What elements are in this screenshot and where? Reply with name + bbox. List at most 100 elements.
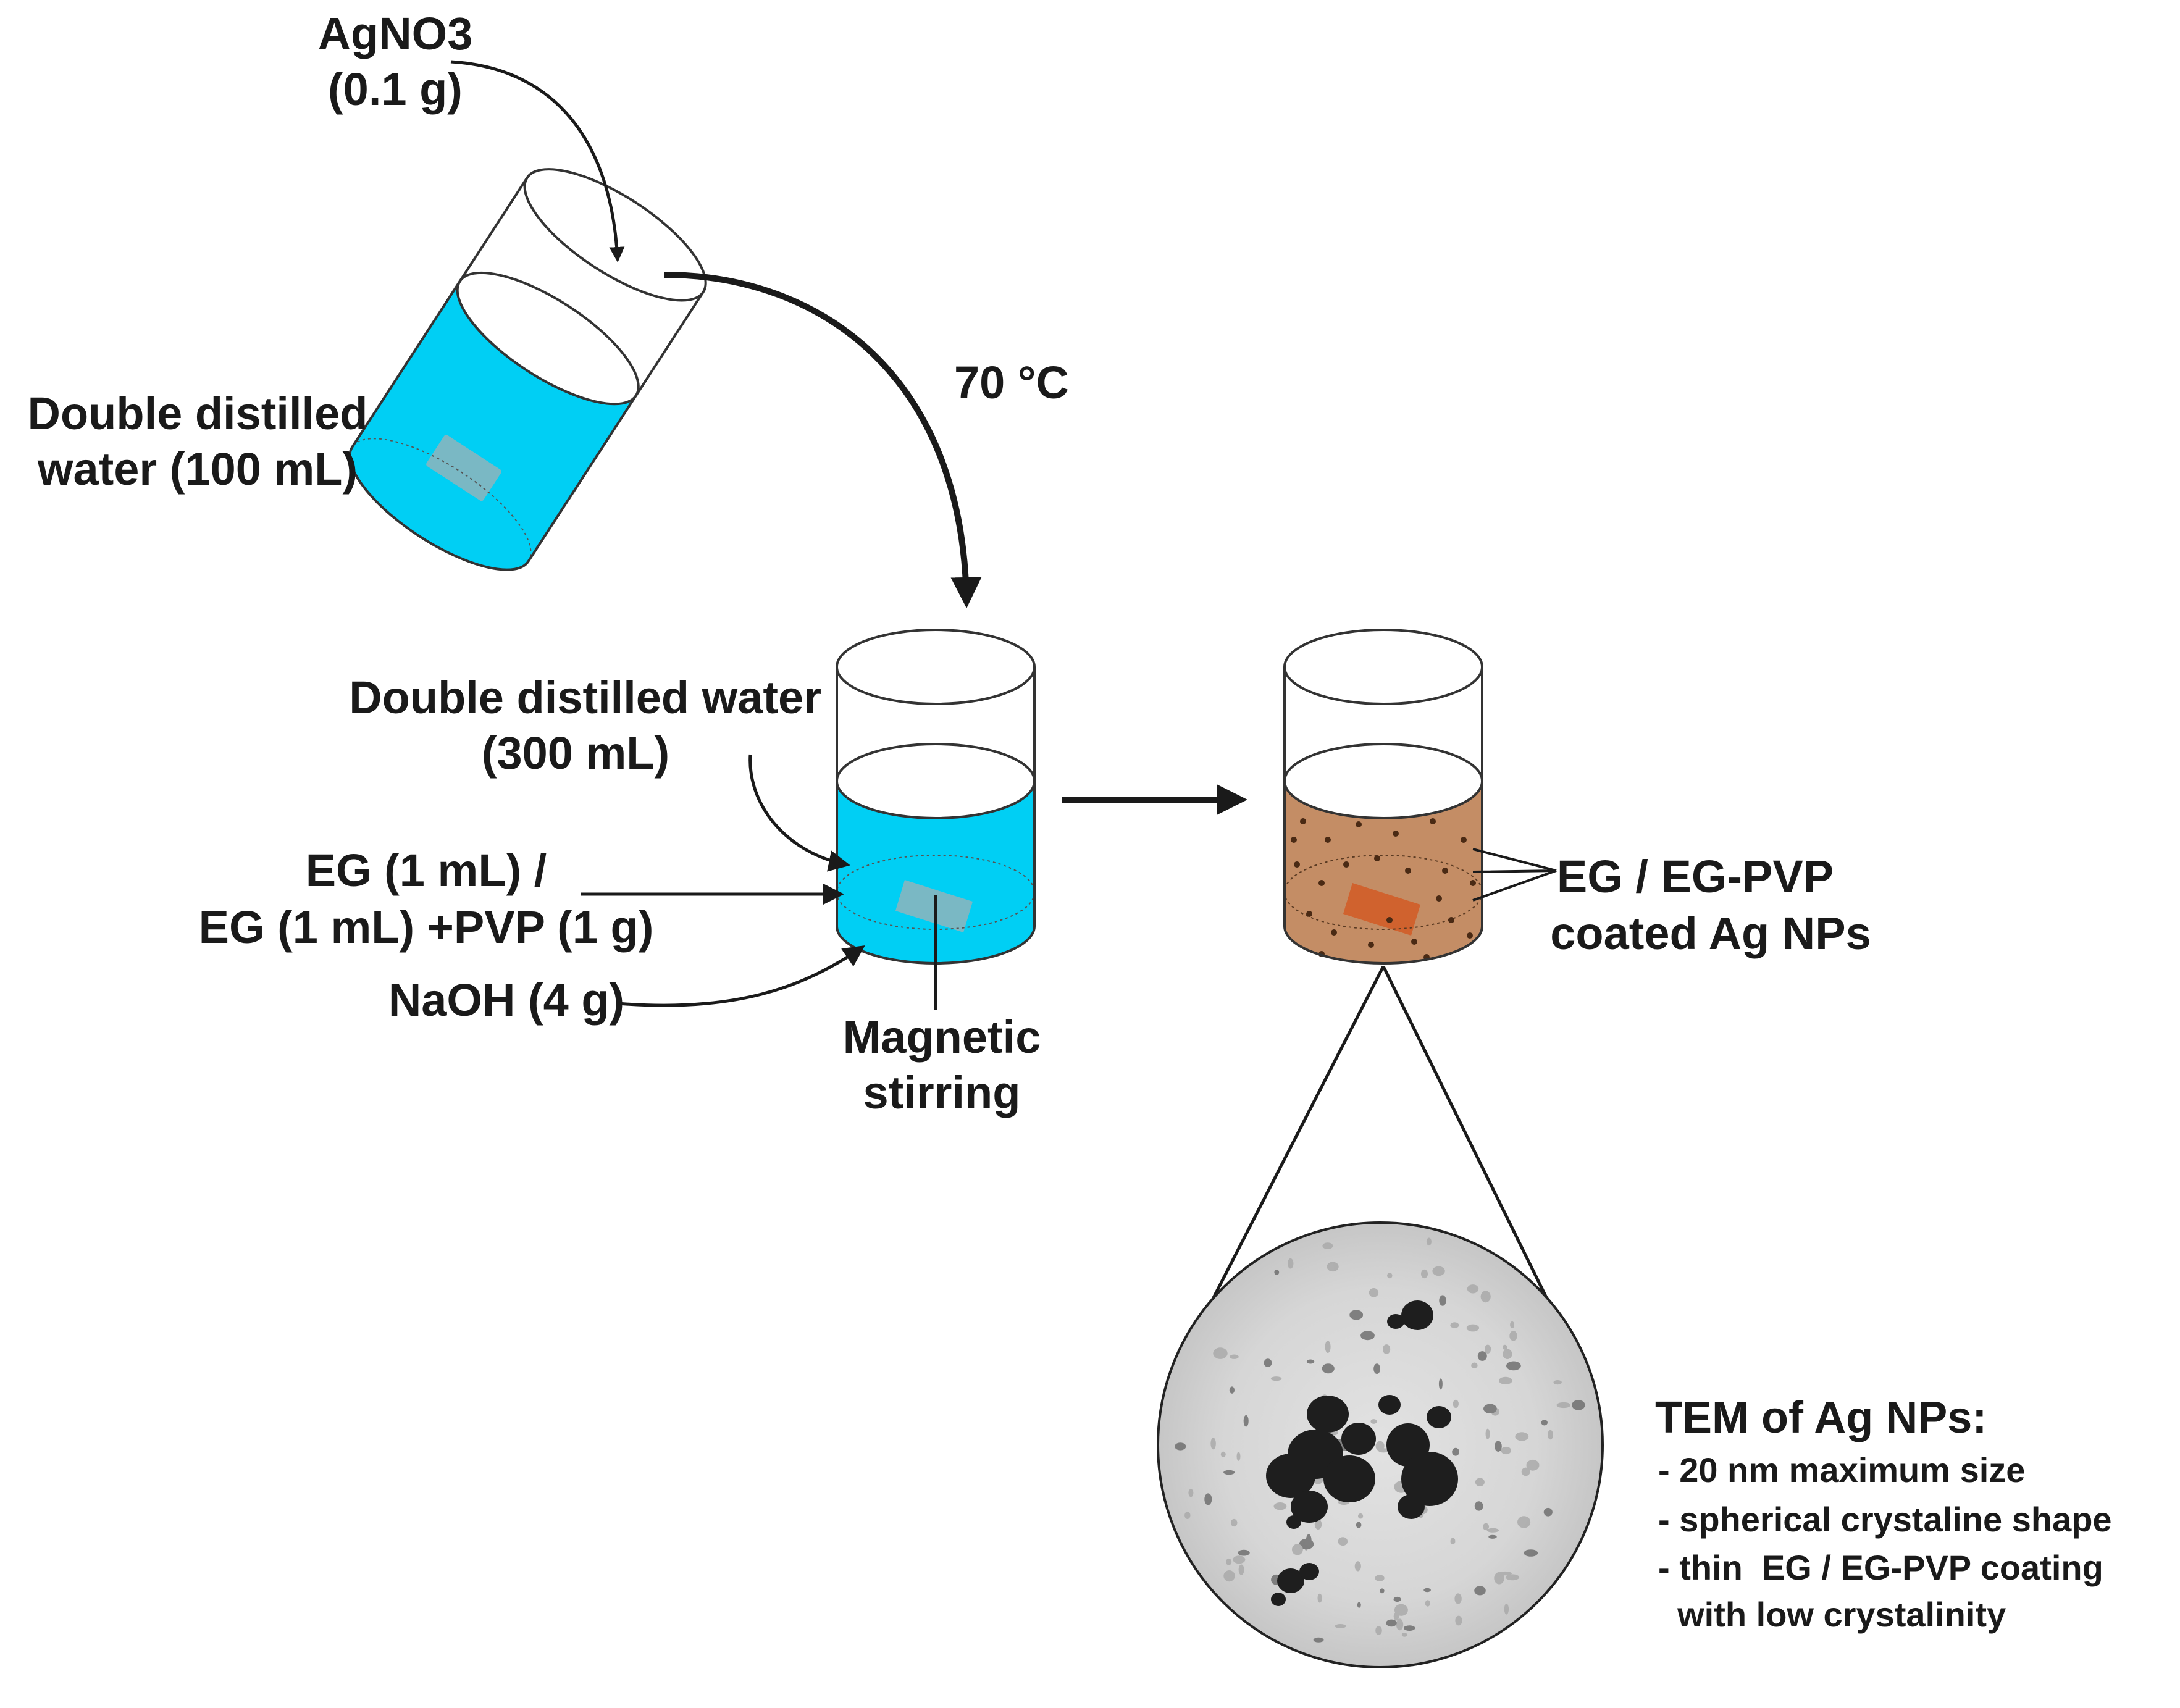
tem-speckle	[1188, 1489, 1194, 1497]
tem-speckle	[1375, 1575, 1385, 1581]
product-beaker-rim	[1283, 629, 1483, 705]
product-beaker-stir-bar	[1343, 883, 1420, 936]
product-label-line1: EG / EG-PVP	[1557, 851, 1834, 902]
tem-speckle	[1229, 1386, 1235, 1394]
zoom-line-right	[1381, 965, 1563, 1329]
tem-speckle	[1204, 1493, 1212, 1505]
tem-speckle	[1510, 1321, 1515, 1329]
agno3-arrow	[450, 60, 625, 262]
tem-speckle	[1375, 1441, 1385, 1451]
tem-speckle	[1273, 1502, 1287, 1510]
tem-speckle	[1370, 1419, 1377, 1424]
tem-micrograph	[1157, 1221, 1604, 1668]
tem-speckle	[1521, 1467, 1530, 1476]
ag-nanoparticle-dot	[1374, 855, 1380, 861]
tem-speckle	[1325, 1341, 1331, 1354]
tem-speckle	[1439, 1295, 1446, 1306]
tem-speckle	[1313, 1637, 1324, 1643]
tem-item-crystallinity: with low crystalinity	[1658, 1595, 2006, 1634]
ag-nanoparticle-dot	[1436, 895, 1442, 902]
tem-speckle	[1349, 1310, 1364, 1320]
tem-speckle	[1572, 1400, 1585, 1410]
water1-label-line1: Double distilled	[28, 388, 368, 439]
water2-label-line2: (300 mL)	[482, 727, 669, 779]
tem-speckle	[1541, 1420, 1548, 1426]
product-label-line2: coated Ag NPs	[1550, 908, 1871, 959]
product-beaker-solution	[1285, 781, 1482, 963]
tem-speckle	[1517, 1516, 1531, 1528]
tem-speckle	[1299, 1538, 1314, 1550]
ag-nanoparticle-dot	[1368, 942, 1374, 948]
tem-speckle	[1322, 1363, 1335, 1374]
middle-beaker-rim	[836, 629, 1036, 705]
product-beaker	[1283, 629, 1483, 965]
tem-speckle	[1401, 1633, 1407, 1637]
tem-speckle	[1357, 1602, 1361, 1608]
ag-nanoparticle-dot	[1300, 818, 1306, 824]
product-pointers	[1472, 848, 1557, 902]
ag-nanoparticle-dot	[1318, 880, 1325, 886]
tem-speckle	[1387, 1273, 1393, 1279]
tem-speckle	[1358, 1513, 1364, 1519]
stirring-label-line1: Magnetic	[843, 1011, 1041, 1063]
tem-speckle	[1421, 1269, 1428, 1279]
tem-speckle	[1423, 1588, 1431, 1593]
tem-speckle	[1306, 1359, 1315, 1364]
tem-speckle	[1375, 1626, 1382, 1635]
tem-blobs	[1266, 1300, 1458, 1606]
agno3-label: AgNO3	[318, 8, 473, 59]
tem-speckle	[1474, 1501, 1483, 1511]
tem-speckle	[1504, 1604, 1509, 1615]
tem-speckle	[1238, 1564, 1244, 1575]
ag-nanoparticle-dot	[1448, 917, 1454, 923]
tem-speckle	[1223, 1470, 1235, 1475]
tem-speckle	[1314, 1519, 1322, 1530]
ag-nanoparticle-dot	[1442, 868, 1448, 874]
water2-label-line1: Double distilled water	[349, 672, 821, 723]
tem-speckle	[1322, 1242, 1333, 1249]
tem-speckle	[1184, 1512, 1191, 1520]
naoh-arrow	[617, 945, 865, 1007]
ag-nanoparticle-dot	[1411, 939, 1417, 945]
tem-speckle	[1175, 1442, 1186, 1451]
ag-nanoparticle-dot	[1405, 868, 1411, 874]
tem-speckle	[1394, 1604, 1408, 1616]
tem-speckle	[1233, 1555, 1246, 1564]
tem-item-coating: - thin EG / EG-PVP coating	[1658, 1548, 2103, 1587]
ag-nanoparticle-dot	[1430, 818, 1436, 824]
middle-beaker-water-surface	[836, 743, 1036, 819]
ag-nanoparticle-dot	[1294, 861, 1300, 868]
tem-speckle	[1485, 1428, 1490, 1439]
agno3-amount-label: (0.1 g)	[328, 64, 463, 115]
tem-speckle	[1556, 1402, 1571, 1409]
tem-speckle	[1453, 1399, 1459, 1408]
tem-speckle	[1455, 1615, 1462, 1626]
tem-speckle	[1354, 1561, 1361, 1572]
ag-nanoparticle-dot	[1386, 917, 1393, 923]
tem-speckle	[1488, 1534, 1497, 1539]
tem-speckle	[1526, 1459, 1540, 1471]
tem-speckle	[1369, 1288, 1379, 1297]
ag-nanoparticle-dot	[1470, 880, 1476, 886]
tem-speckle	[1553, 1380, 1562, 1385]
middle-beaker-stir-bar	[895, 880, 973, 932]
tem-speckle	[1505, 1574, 1520, 1581]
tem-speckle	[1396, 1618, 1404, 1631]
tem-speckle	[1438, 1378, 1443, 1390]
tem-speckle	[1274, 1270, 1280, 1275]
product-beaker-surface	[1283, 743, 1483, 819]
tilted-beaker	[348, 168, 707, 571]
tem-speckle	[1477, 1351, 1487, 1361]
tem-speckle	[1503, 1349, 1512, 1360]
water-300-arrow	[748, 754, 850, 872]
middle-beaker-water	[837, 781, 1034, 963]
tem-speckle	[1515, 1432, 1529, 1441]
ag-nanoparticle-dot	[1393, 831, 1399, 837]
tem-speckle	[1486, 1528, 1499, 1533]
tem-speckle	[1426, 1237, 1432, 1246]
tem-speckle	[1264, 1358, 1272, 1367]
tem-speckle	[1238, 1549, 1250, 1556]
tem-speckle	[1524, 1549, 1538, 1557]
tem-speckle	[1243, 1415, 1249, 1427]
tem-speckle	[1471, 1362, 1478, 1368]
